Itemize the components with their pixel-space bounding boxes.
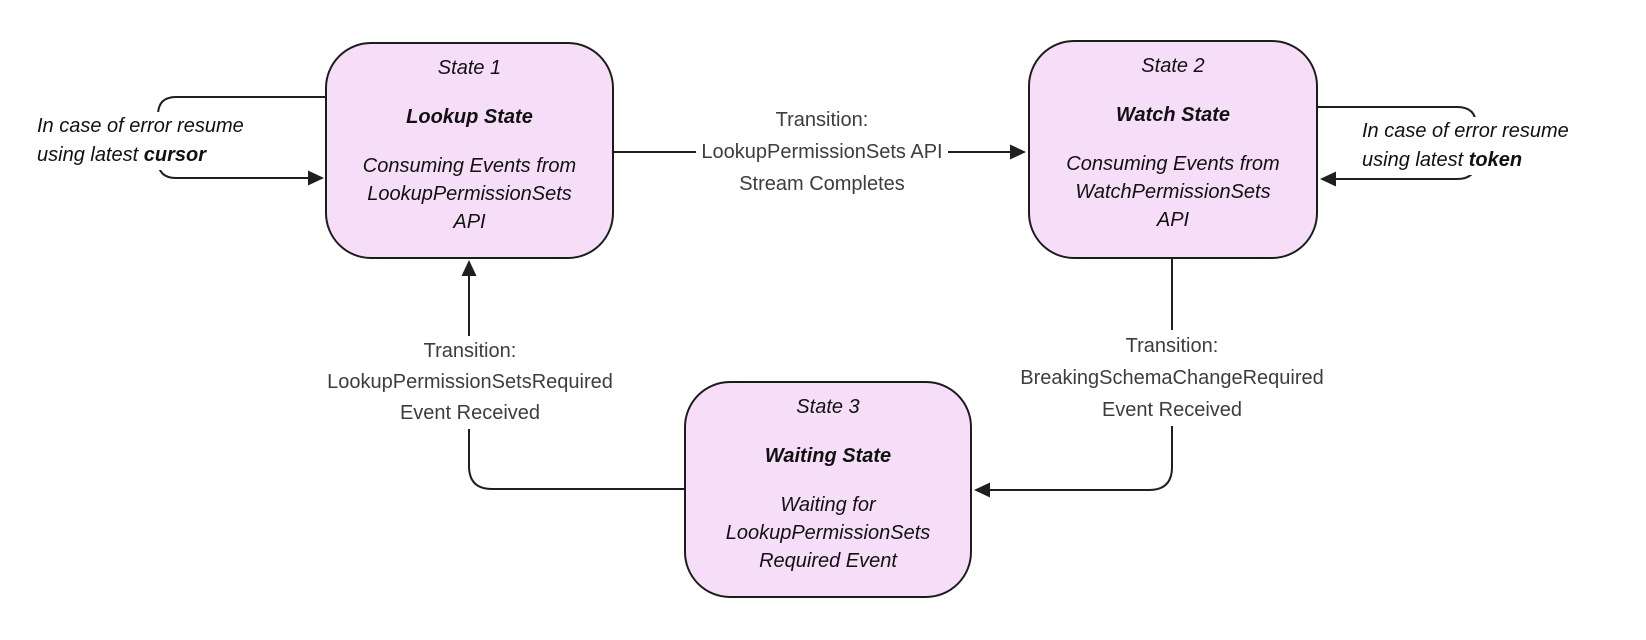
- error-loop-label-state1: In case of error resume using latest cur…: [37, 112, 247, 170]
- state-node-watch: State 2 Watch State Consuming Events fro…: [1028, 40, 1318, 259]
- state-description-line: Waiting for: [780, 494, 876, 516]
- transition-label-state1-to-state2: Transition: LookupPermissionSets API Str…: [662, 104, 982, 200]
- state-description-line: Consuming Events from: [1066, 153, 1280, 175]
- state-description-line: Required Event: [759, 550, 897, 572]
- error-loop-keyword: cursor: [143, 144, 206, 166]
- error-loop-label-line: In case of error resume: [1362, 117, 1572, 146]
- state-description: Consuming Events from WatchPermissionSet…: [1066, 150, 1279, 234]
- transition-label-line: LookupPermissionSets API: [662, 136, 982, 168]
- state-name: Watch State: [1115, 104, 1231, 126]
- state-description-line: API: [1156, 209, 1190, 231]
- state-description-line: API: [453, 211, 486, 233]
- transition-label-line: Event Received: [310, 398, 630, 429]
- state-description: Consuming Events from LookupPermissionSe…: [363, 152, 576, 236]
- state-title: State 2: [1141, 55, 1205, 77]
- state-node-waiting: State 3 Waiting State Waiting for Lookup…: [684, 381, 972, 598]
- arrowhead-state1-error-loop: [308, 170, 324, 186]
- error-loop-label-line: using latest token: [1362, 146, 1572, 175]
- state-description-line: LookupPermissionSets: [725, 522, 931, 544]
- error-loop-label-line: In case of error resume: [37, 112, 247, 141]
- transition-label-state2-to-state3: Transition: BreakingSchemaChangeRequired…: [1012, 330, 1332, 426]
- transition-label-line: LookupPermissionSetsRequired: [310, 367, 630, 398]
- transition-label-line: Transition:: [1012, 330, 1332, 362]
- error-loop-label-state2: In case of error resume using latest tok…: [1362, 117, 1572, 175]
- error-loop-label-line: using latest cursor: [37, 141, 247, 170]
- transition-label-line: BreakingSchemaChangeRequired: [1012, 362, 1332, 394]
- transition-label-state3-to-state1: Transition: LookupPermissionSetsRequired…: [310, 336, 630, 429]
- error-loop-keyword: token: [1468, 149, 1523, 171]
- state-title: State 3: [796, 396, 860, 418]
- state-title: State 1: [437, 57, 502, 79]
- state-description-line: WatchPermissionSets: [1075, 181, 1271, 203]
- state-description-line: Consuming Events from: [362, 155, 577, 177]
- state-node-lookup: State 1 Lookup State Consuming Events fr…: [325, 42, 614, 259]
- arrowhead-state2-to-state3: [974, 482, 990, 498]
- arrowhead-state3-to-state1: [461, 260, 477, 276]
- state-description-line: LookupPermissionSets: [367, 183, 572, 205]
- edge-state3-to-state1: [468, 276, 684, 490]
- edge-state2-to-state3: [990, 259, 1173, 491]
- arrowhead-state1-to-state2: [1010, 144, 1026, 160]
- state-name: Lookup State: [406, 106, 533, 128]
- transition-label-line: Transition:: [662, 104, 982, 136]
- transition-label-line: Transition:: [310, 336, 630, 367]
- state-name: Waiting State: [764, 445, 892, 467]
- state-description: Waiting for LookupPermissionSets Require…: [726, 491, 931, 575]
- arrowhead-state2-error-loop: [1320, 171, 1336, 187]
- transition-label-line: Event Received: [1012, 394, 1332, 426]
- transition-label-line: Stream Completes: [662, 168, 982, 200]
